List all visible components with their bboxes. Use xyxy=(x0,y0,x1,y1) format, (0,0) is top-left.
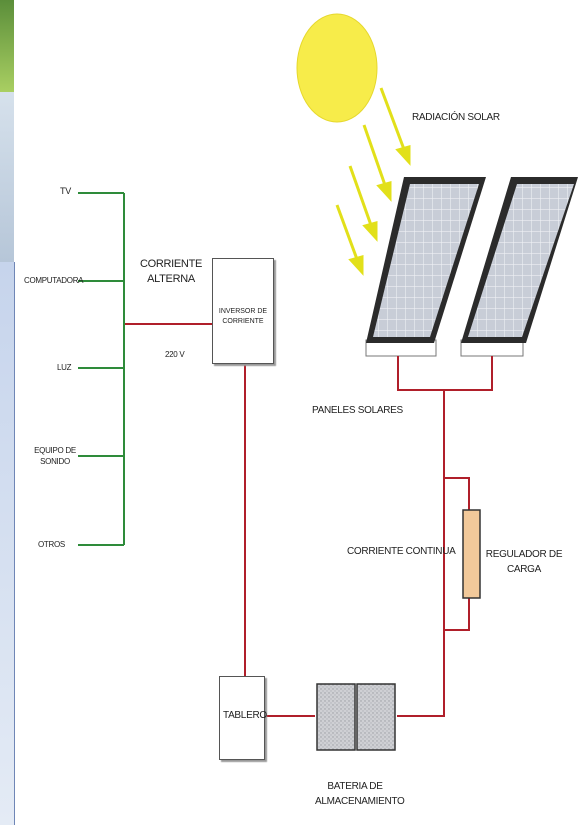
ac-label-2: ALTERNA xyxy=(136,273,206,285)
inverter-label-2: CORRIENTE xyxy=(212,317,274,327)
radiation-label: RADIACIÓN SOLAR xyxy=(412,112,500,123)
load-equipo-label-2: SONIDO xyxy=(30,457,80,466)
solar-panel-right xyxy=(461,177,578,356)
load-tv-label: TV xyxy=(60,186,71,196)
battery-label-2: ALMACENAMIENTO xyxy=(315,796,395,807)
load-equipo-label-1: EQUIPO DE xyxy=(30,446,80,455)
regulator-label-2: CARGA xyxy=(484,564,564,575)
battery-label-1: BATERIA DE xyxy=(315,781,395,792)
battery-icon xyxy=(317,684,395,750)
panels-label: PANELES SOLARES xyxy=(312,405,403,416)
sun-icon xyxy=(297,14,377,122)
load-computadora-label: COMPUTADORA xyxy=(24,276,83,285)
ac-voltage-label: 220 V xyxy=(165,350,184,359)
load-wiring xyxy=(78,193,124,545)
dc-wiring xyxy=(124,324,492,716)
regulator-label-1: REGULADOR DE xyxy=(484,549,564,560)
load-otros-label: OTROS xyxy=(38,540,65,549)
dc-label: CORRIENTE CONTINUA xyxy=(347,546,456,557)
inverter-label-1: INVERSOR DE xyxy=(212,307,274,317)
regulator-icon xyxy=(463,510,480,598)
ac-label-1: CORRIENTE xyxy=(136,258,206,270)
load-luz-label: LUZ xyxy=(57,363,71,372)
board-label: TABLERO xyxy=(223,710,267,721)
